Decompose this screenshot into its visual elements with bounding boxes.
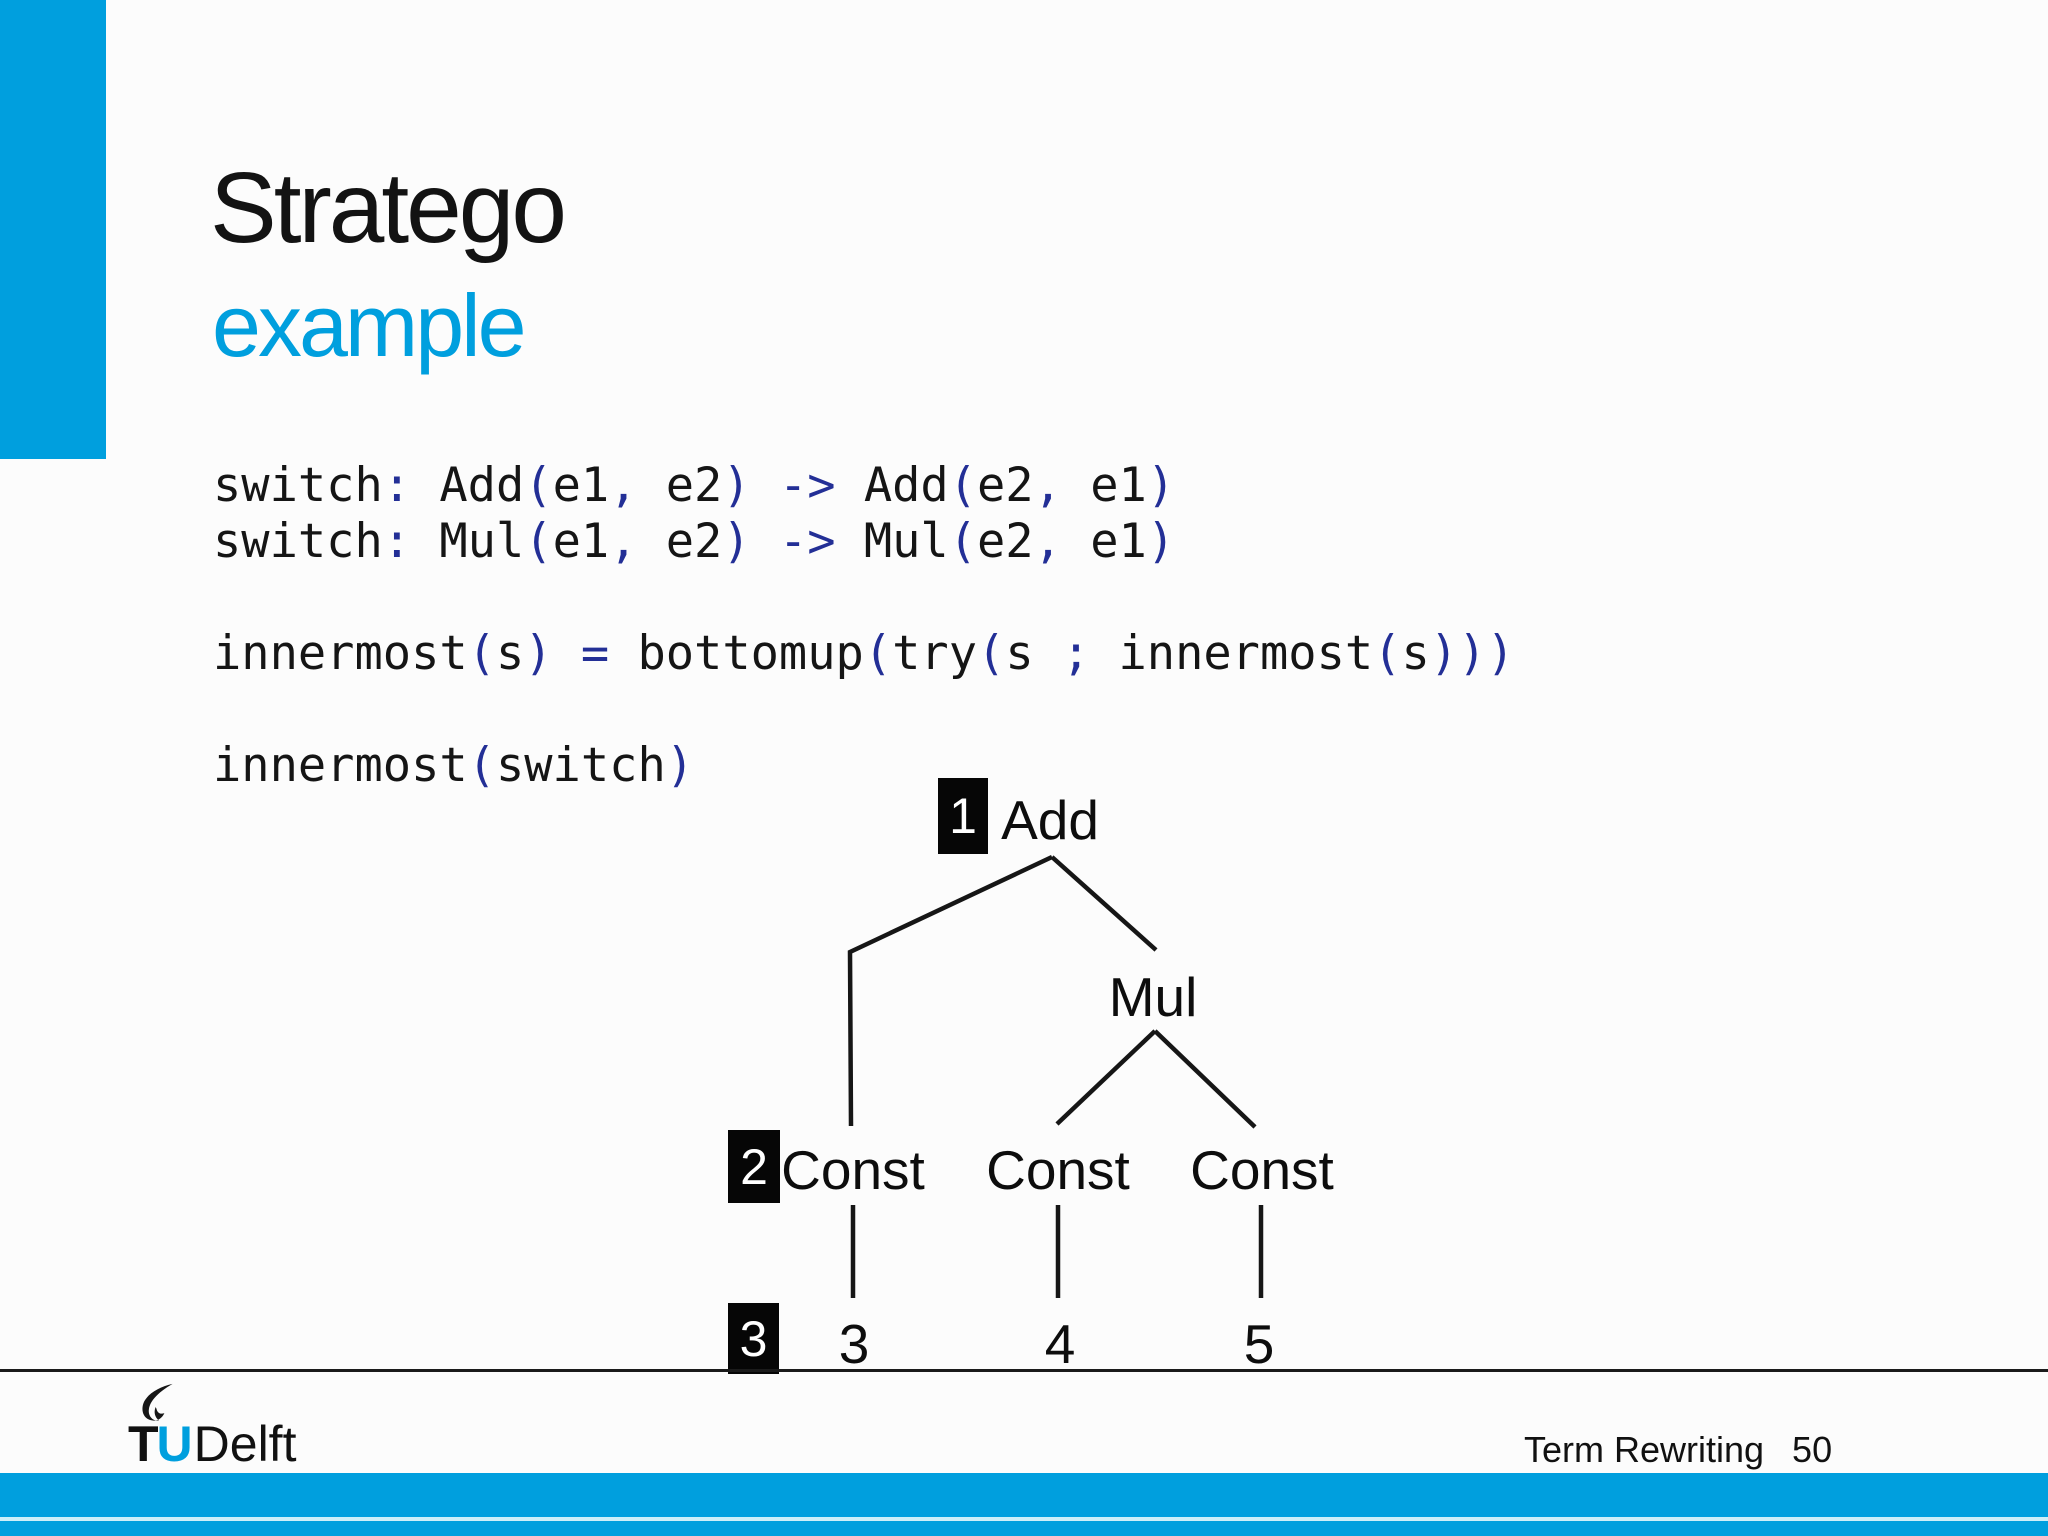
code-line	[213, 570, 1515, 626]
left-accent-bar	[0, 0, 106, 459]
tu-delft-logo: TUDelft	[128, 1383, 388, 1469]
code-block: switch: Add(e1, e2) -> Add(e2, e1)switch…	[213, 458, 1515, 794]
bottom-bar-lower	[0, 1521, 2048, 1536]
tree-node-const-middle: Const	[986, 1139, 1130, 1201]
step-marker-1: 1	[938, 778, 988, 854]
footer-divider-line	[0, 1369, 2048, 1372]
flame-icon	[142, 1383, 173, 1421]
tree-node-const-left: Const	[781, 1139, 925, 1201]
tree-leaf-value-3: 3	[838, 1313, 870, 1375]
bottom-bar-main	[0, 1473, 2048, 1517]
tree-leaf-value-5: 5	[1243, 1313, 1275, 1375]
tree-leaf-value-4: 4	[1044, 1313, 1076, 1375]
step-marker-2-label: 2	[740, 1138, 768, 1195]
page-title: Stratego	[210, 152, 567, 264]
step-marker-3-label: 3	[739, 1310, 768, 1367]
tree-node-add: Add	[1001, 789, 1099, 851]
logo-letter-t: T	[128, 1416, 159, 1472]
logo-word-delft: Delft	[193, 1416, 297, 1472]
tree-node-const-right: Const	[1190, 1139, 1334, 1201]
logo-letter-u: U	[156, 1416, 193, 1472]
tu-delft-logo-text: TUDelft	[128, 1419, 296, 1469]
bottom-bar-pale-line	[0, 1517, 2048, 1521]
course-name: Term Rewriting	[1524, 1429, 1765, 1470]
code-line: innermost(s) = bottomup(try(s ; innermos…	[213, 626, 1515, 681]
code-line: switch: Mul(e1, e2) -> Mul(e2, e1)	[213, 514, 1176, 569]
code-line: switch: Add(e1, e2) -> Add(e2, e1)	[213, 458, 1176, 513]
code-line: innermost(switch)	[213, 738, 695, 793]
step-marker-2: 2	[728, 1130, 780, 1203]
code-line	[213, 682, 1515, 738]
step-marker-1-label: 1	[949, 788, 977, 844]
tree-node-mul: Mul	[1108, 966, 1198, 1028]
step-marker-3: 3	[728, 1303, 779, 1374]
footer-caption: Term Rewriting 50	[1524, 1430, 1832, 1470]
slide-number: 50	[1792, 1429, 1833, 1470]
page-subtitle: example	[212, 276, 527, 375]
